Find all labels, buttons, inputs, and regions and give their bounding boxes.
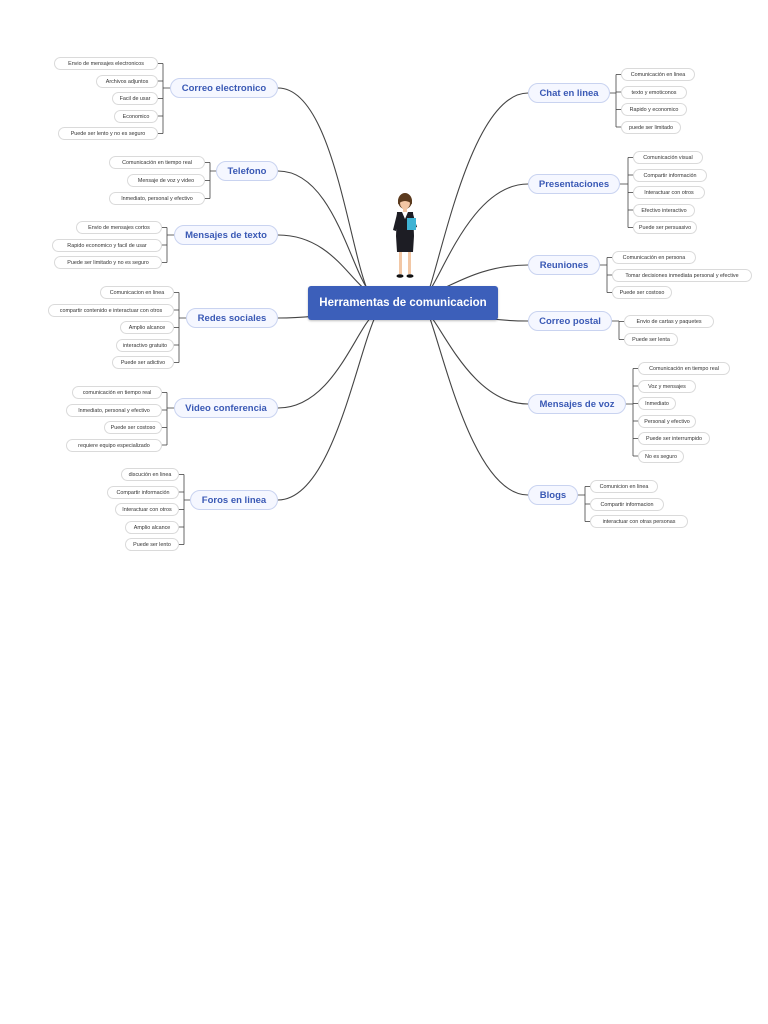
leaf-presentaciones-1[interactable]: Compartir información: [633, 168, 707, 182]
leaf-voz-1[interactable]: Voz y mensajes: [638, 379, 696, 393]
branch-blogs[interactable]: Blogs: [528, 485, 578, 505]
leaf-foros-3[interactable]: Amplio alcance: [125, 520, 179, 534]
connector-line: [427, 183, 529, 294]
leaf-foros-1[interactable]: Compartir información: [107, 485, 179, 499]
leaf-correo-1[interactable]: Archivos adjuntos: [96, 74, 158, 88]
leaf-telefono-0[interactable]: Comunicación en tiempo real: [109, 156, 205, 169]
leaf-postal-1[interactable]: Puede ser lenta: [624, 333, 678, 346]
leaf-telefono-2[interactable]: Inmediato, personal y efectivo: [109, 192, 205, 205]
leaf-voz-4[interactable]: Puede ser interrumpido: [638, 432, 710, 445]
leaf-correo-0[interactable]: Envio de mensajes electronicos: [54, 57, 158, 70]
leaf-redes-3[interactable]: interactivo gratuito: [116, 338, 174, 352]
connector-line: [427, 312, 529, 496]
leaf-correo-4[interactable]: Puede ser lento y no es seguro: [58, 127, 158, 140]
branch-foros[interactable]: Foros en linea: [190, 490, 278, 510]
leaf-reuniones-0[interactable]: Comunicación en persona: [612, 251, 696, 264]
leaf-chat-3[interactable]: puede ser limitado: [621, 120, 681, 134]
leaf-texto-1[interactable]: Rapido economico y facil de usar: [52, 238, 162, 252]
leaf-video-1[interactable]: Inmediato, personal y efectivo: [66, 403, 162, 417]
branch-presentaciones[interactable]: Presentaciones: [528, 174, 620, 194]
leaf-voz-5[interactable]: No es seguro: [638, 449, 684, 463]
leaf-presentaciones-3[interactable]: Efectivo interactivo: [633, 203, 695, 217]
leaf-presentaciones-4[interactable]: Puede ser persuasivo: [633, 221, 697, 234]
leaf-chat-1[interactable]: texto y emoticonos: [621, 85, 687, 99]
leaf-chat-0[interactable]: Comunicación en linea: [621, 68, 695, 81]
leaf-reuniones-2[interactable]: Puede ser costoso: [612, 286, 672, 299]
leaf-voz-0[interactable]: Comunicación en tiempo real: [638, 362, 730, 375]
leaf-voz-2[interactable]: Inmediato: [638, 397, 676, 410]
branch-postal[interactable]: Correo postal: [528, 311, 612, 331]
businesswoman-illustration: [388, 192, 422, 280]
connector-line: [427, 92, 529, 294]
leaf-voz-3[interactable]: Personal y efectivo: [638, 414, 696, 428]
leaf-redes-4[interactable]: Puede ser adictivo: [112, 356, 174, 369]
leaf-presentaciones-2[interactable]: Interactuar con otros: [633, 186, 705, 199]
leaf-foros-4[interactable]: Puede ser lento: [125, 538, 179, 551]
leaf-redes-1[interactable]: compartir contenido e interactuar con ot…: [48, 303, 174, 317]
leaf-texto-0[interactable]: Envio de mensajes cortos: [76, 221, 162, 234]
branch-reuniones[interactable]: Reuniones: [528, 255, 600, 275]
connector-line: [427, 312, 529, 405]
connector-line: [277, 312, 378, 501]
branch-correo[interactable]: Correo electronico: [170, 78, 278, 98]
leaf-correo-2[interactable]: Facil de usar: [112, 92, 158, 105]
branch-redes[interactable]: Redes sociales: [186, 308, 278, 328]
central-topic[interactable]: Herramentas de comunicacion: [308, 286, 498, 320]
connector-line: [277, 234, 372, 294]
leaf-blogs-1[interactable]: Compartir informacion: [590, 497, 664, 511]
branch-telefono[interactable]: Telefono: [216, 161, 278, 181]
leaf-video-0[interactable]: comunicación en tiempo real: [72, 386, 162, 399]
leaf-correo-3[interactable]: Economico: [114, 109, 158, 123]
leaf-redes-2[interactable]: Amplio alcance: [120, 321, 174, 334]
leaf-blogs-0[interactable]: Comunicion en linea: [590, 480, 658, 493]
leaf-blogs-2[interactable]: interactuar con otras personas: [590, 515, 688, 528]
leaf-foros-0[interactable]: discución en linea: [121, 468, 179, 481]
leaf-presentaciones-0[interactable]: Comunicación visual: [633, 151, 703, 164]
leaf-telefono-1[interactable]: Mensaje de voz y video: [127, 174, 205, 187]
branch-texto[interactable]: Mensajes de texto: [174, 225, 278, 245]
connector-line: [277, 87, 370, 294]
branch-voz[interactable]: Mensajes de voz: [528, 394, 626, 414]
leaf-postal-0[interactable]: Envio de cartas y paquetes: [624, 315, 714, 328]
leaf-chat-2[interactable]: Rapido y economico: [621, 103, 687, 116]
leaf-video-3[interactable]: requiere equipo especializado: [66, 438, 162, 452]
leaf-foros-2[interactable]: Interactuar con otros: [115, 503, 179, 516]
branch-video[interactable]: Video conferencia: [174, 398, 278, 418]
leaf-reuniones-1[interactable]: Tomar decisiones inmediata personal y ef…: [612, 268, 752, 282]
connector-line: [277, 170, 371, 294]
leaf-texto-2[interactable]: Puede ser limitado y no es seguro: [54, 256, 162, 269]
leaf-video-2[interactable]: Puede ser costoso: [104, 421, 162, 434]
leaf-redes-0[interactable]: Comunicacion en linea: [100, 286, 174, 299]
branch-chat[interactable]: Chat en linea: [528, 83, 610, 103]
connector-line: [277, 312, 376, 409]
